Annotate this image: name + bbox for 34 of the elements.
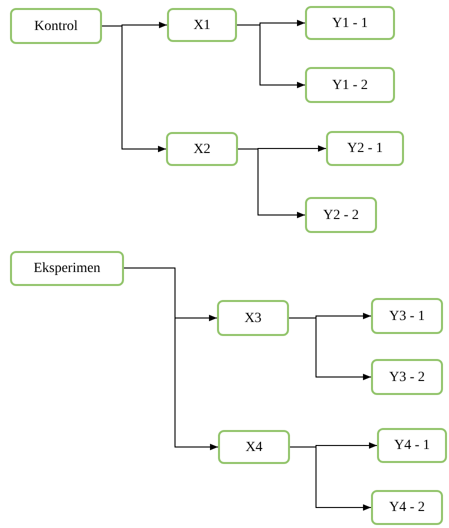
connector-arrow [102, 26, 166, 152]
node-label: Y1 - 1 [332, 14, 368, 32]
node-label: Y4 - 1 [394, 437, 430, 455]
rounded-box [305, 67, 395, 103]
rounded-box [305, 6, 395, 40]
rounded-box [377, 428, 447, 463]
node-label: X2 [193, 140, 211, 158]
connector-arrow [238, 148, 306, 218]
rounded-box [371, 359, 443, 395]
connector-arrow [290, 446, 372, 511]
node-label: Y2 - 2 [323, 206, 359, 224]
node-label: Y3 - 1 [389, 308, 425, 326]
node-label: Y4 - 2 [389, 499, 425, 517]
node-label: Y3 - 2 [389, 368, 425, 386]
connector-arrow [124, 268, 218, 450]
node-label: Y2 - 1 [347, 140, 383, 158]
rounded-box [166, 132, 238, 166]
connector-arrow [288, 318, 372, 380]
rounded-box [371, 490, 443, 525]
rounded-box [10, 251, 124, 286]
node-label: X1 [193, 16, 211, 34]
rounded-box [326, 131, 404, 166]
node-label: Kontrol [34, 18, 78, 36]
connector-arrow [236, 24, 306, 88]
rounded-box [371, 298, 443, 334]
node-label: Y1 - 2 [332, 76, 368, 94]
rounded-box [167, 8, 237, 42]
rounded-box [217, 300, 289, 336]
rounded-box [218, 430, 290, 464]
rounded-box [305, 197, 377, 233]
rounded-box [10, 8, 102, 44]
node-label: Eksperimen [34, 260, 100, 278]
node-label: X4 [245, 438, 263, 456]
node-label: X3 [244, 310, 262, 328]
